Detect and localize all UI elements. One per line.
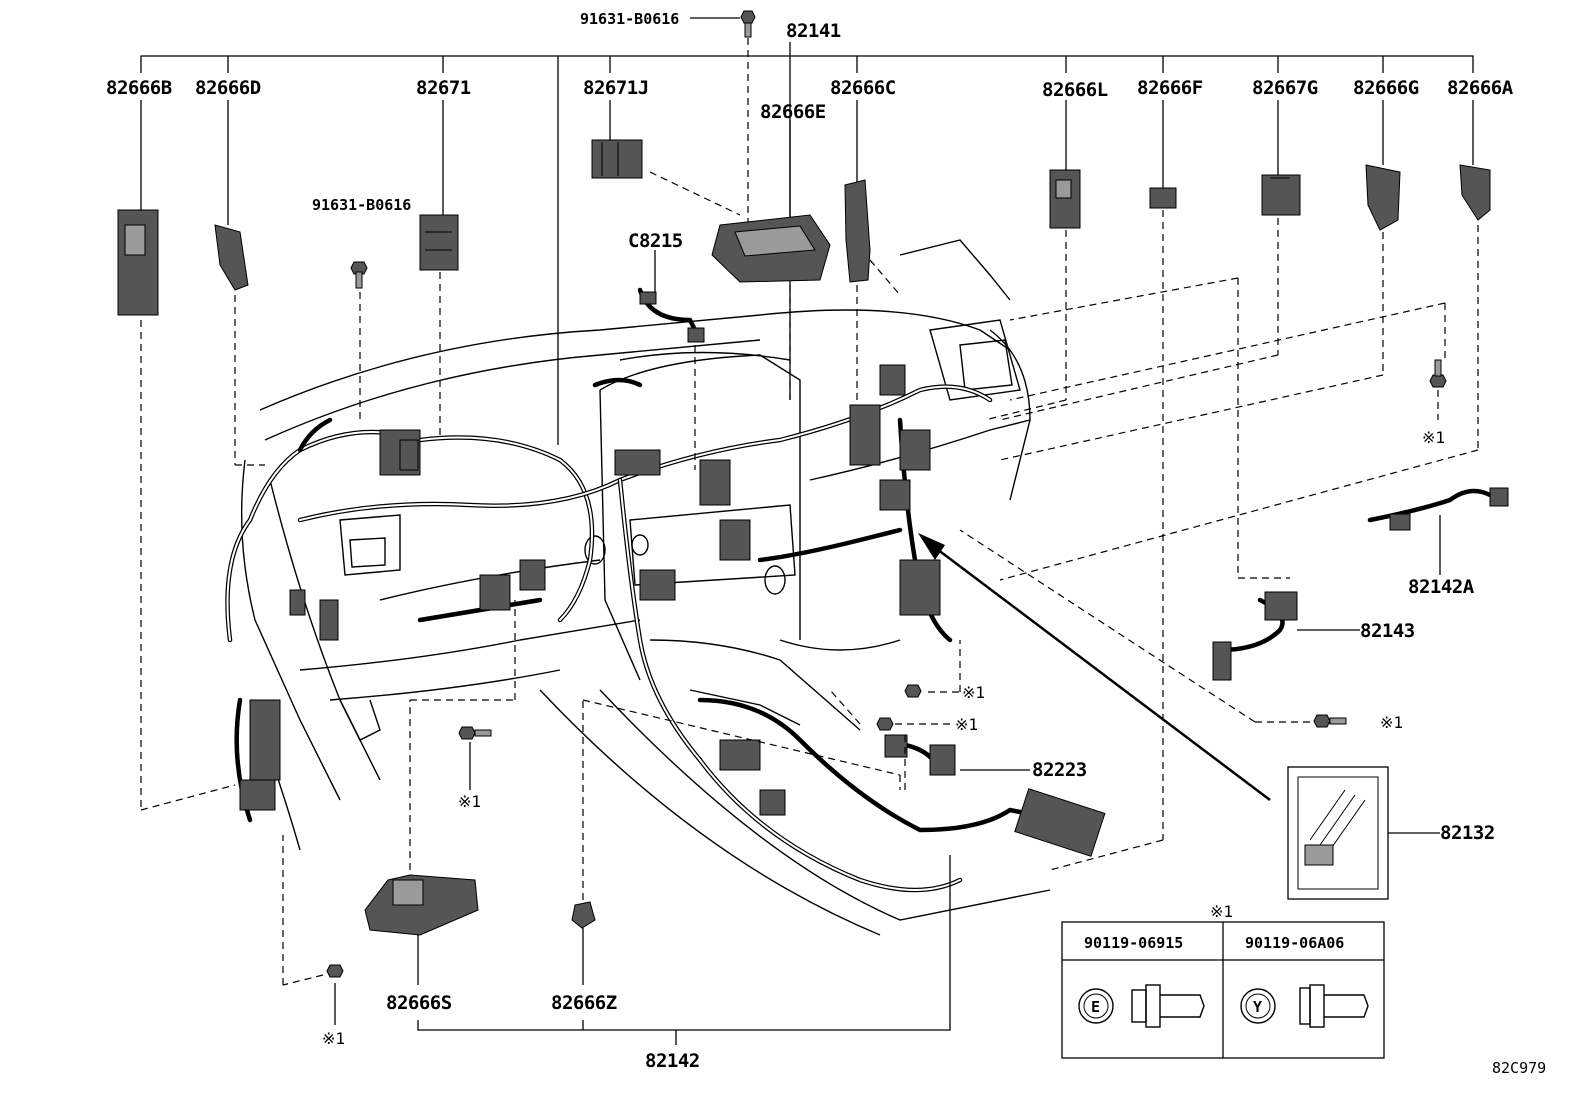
legend-title: ※1 (1210, 902, 1233, 921)
label-82667g: 82667G (1252, 77, 1318, 99)
label-82671: 82671 (416, 77, 471, 99)
label-82666g: 82666G (1353, 77, 1419, 99)
label-82666f: 82666F (1137, 77, 1203, 99)
bolt-legend-table (1061, 921, 1385, 1059)
label-82666c: 82666C (830, 77, 896, 99)
label-82666e: 82666E (760, 101, 826, 123)
connector-82666l (1049, 169, 1081, 229)
label-bolt-left: 91631-B0616 (312, 196, 411, 214)
label-82223: 82223 (1032, 759, 1087, 781)
mark-1: ※1 (1422, 428, 1445, 447)
label-82666l: 82666L (1042, 79, 1108, 101)
connector-82666c (844, 179, 871, 283)
top-parts (117, 100, 1491, 871)
connector-82666g (1365, 164, 1401, 231)
label-82666s: 82666S (386, 992, 452, 1014)
mark-5: ※1 (458, 792, 481, 811)
legend-symbol-e: E (1091, 998, 1100, 1016)
legend-col1: 90119-06915 (1084, 934, 1183, 952)
legend-symbol-y: Y (1253, 998, 1262, 1016)
label-82666a: 82666A (1447, 77, 1514, 99)
connector-82671 (419, 214, 459, 271)
connector-82666d (214, 224, 249, 291)
label-82142: 82142 (645, 1050, 700, 1072)
connector-82666a (1459, 164, 1491, 221)
harness-connectors (239, 364, 1106, 857)
clip-82666z (571, 901, 596, 929)
label-c8215: C8215 (628, 230, 683, 252)
connector-82666f (1149, 187, 1177, 209)
connector-82667g (1261, 174, 1301, 216)
label-82666z: 82666Z (551, 992, 617, 1014)
label-82143: 82143 (1360, 620, 1415, 642)
label-bolt-top: 91631-B0616 (580, 10, 679, 28)
mark-4: ※1 (1380, 713, 1403, 732)
label-82671j: 82671J (583, 77, 649, 99)
label-82142a: 82142A (1408, 576, 1475, 598)
diagram-code: 82C979 (1492, 1059, 1546, 1077)
labels: 82141 91631-B0616 82666B 82666D 82671 82… (106, 10, 1546, 1077)
label-82141: 82141 (786, 20, 841, 42)
label-82666d: 82666D (195, 77, 261, 99)
legend-col2: 90119-06A06 (1245, 934, 1344, 952)
connector-82671j (591, 139, 643, 179)
label-82132: 82132 (1440, 822, 1495, 844)
mark-6: ※1 (322, 1029, 345, 1048)
right-parts (829, 277, 1509, 900)
bolt-top (690, 10, 756, 250)
mark-2: ※1 (962, 683, 985, 702)
mark-3: ※1 (955, 715, 978, 734)
bottom-parts (282, 600, 951, 1045)
label-82666b: 82666B (106, 77, 172, 99)
